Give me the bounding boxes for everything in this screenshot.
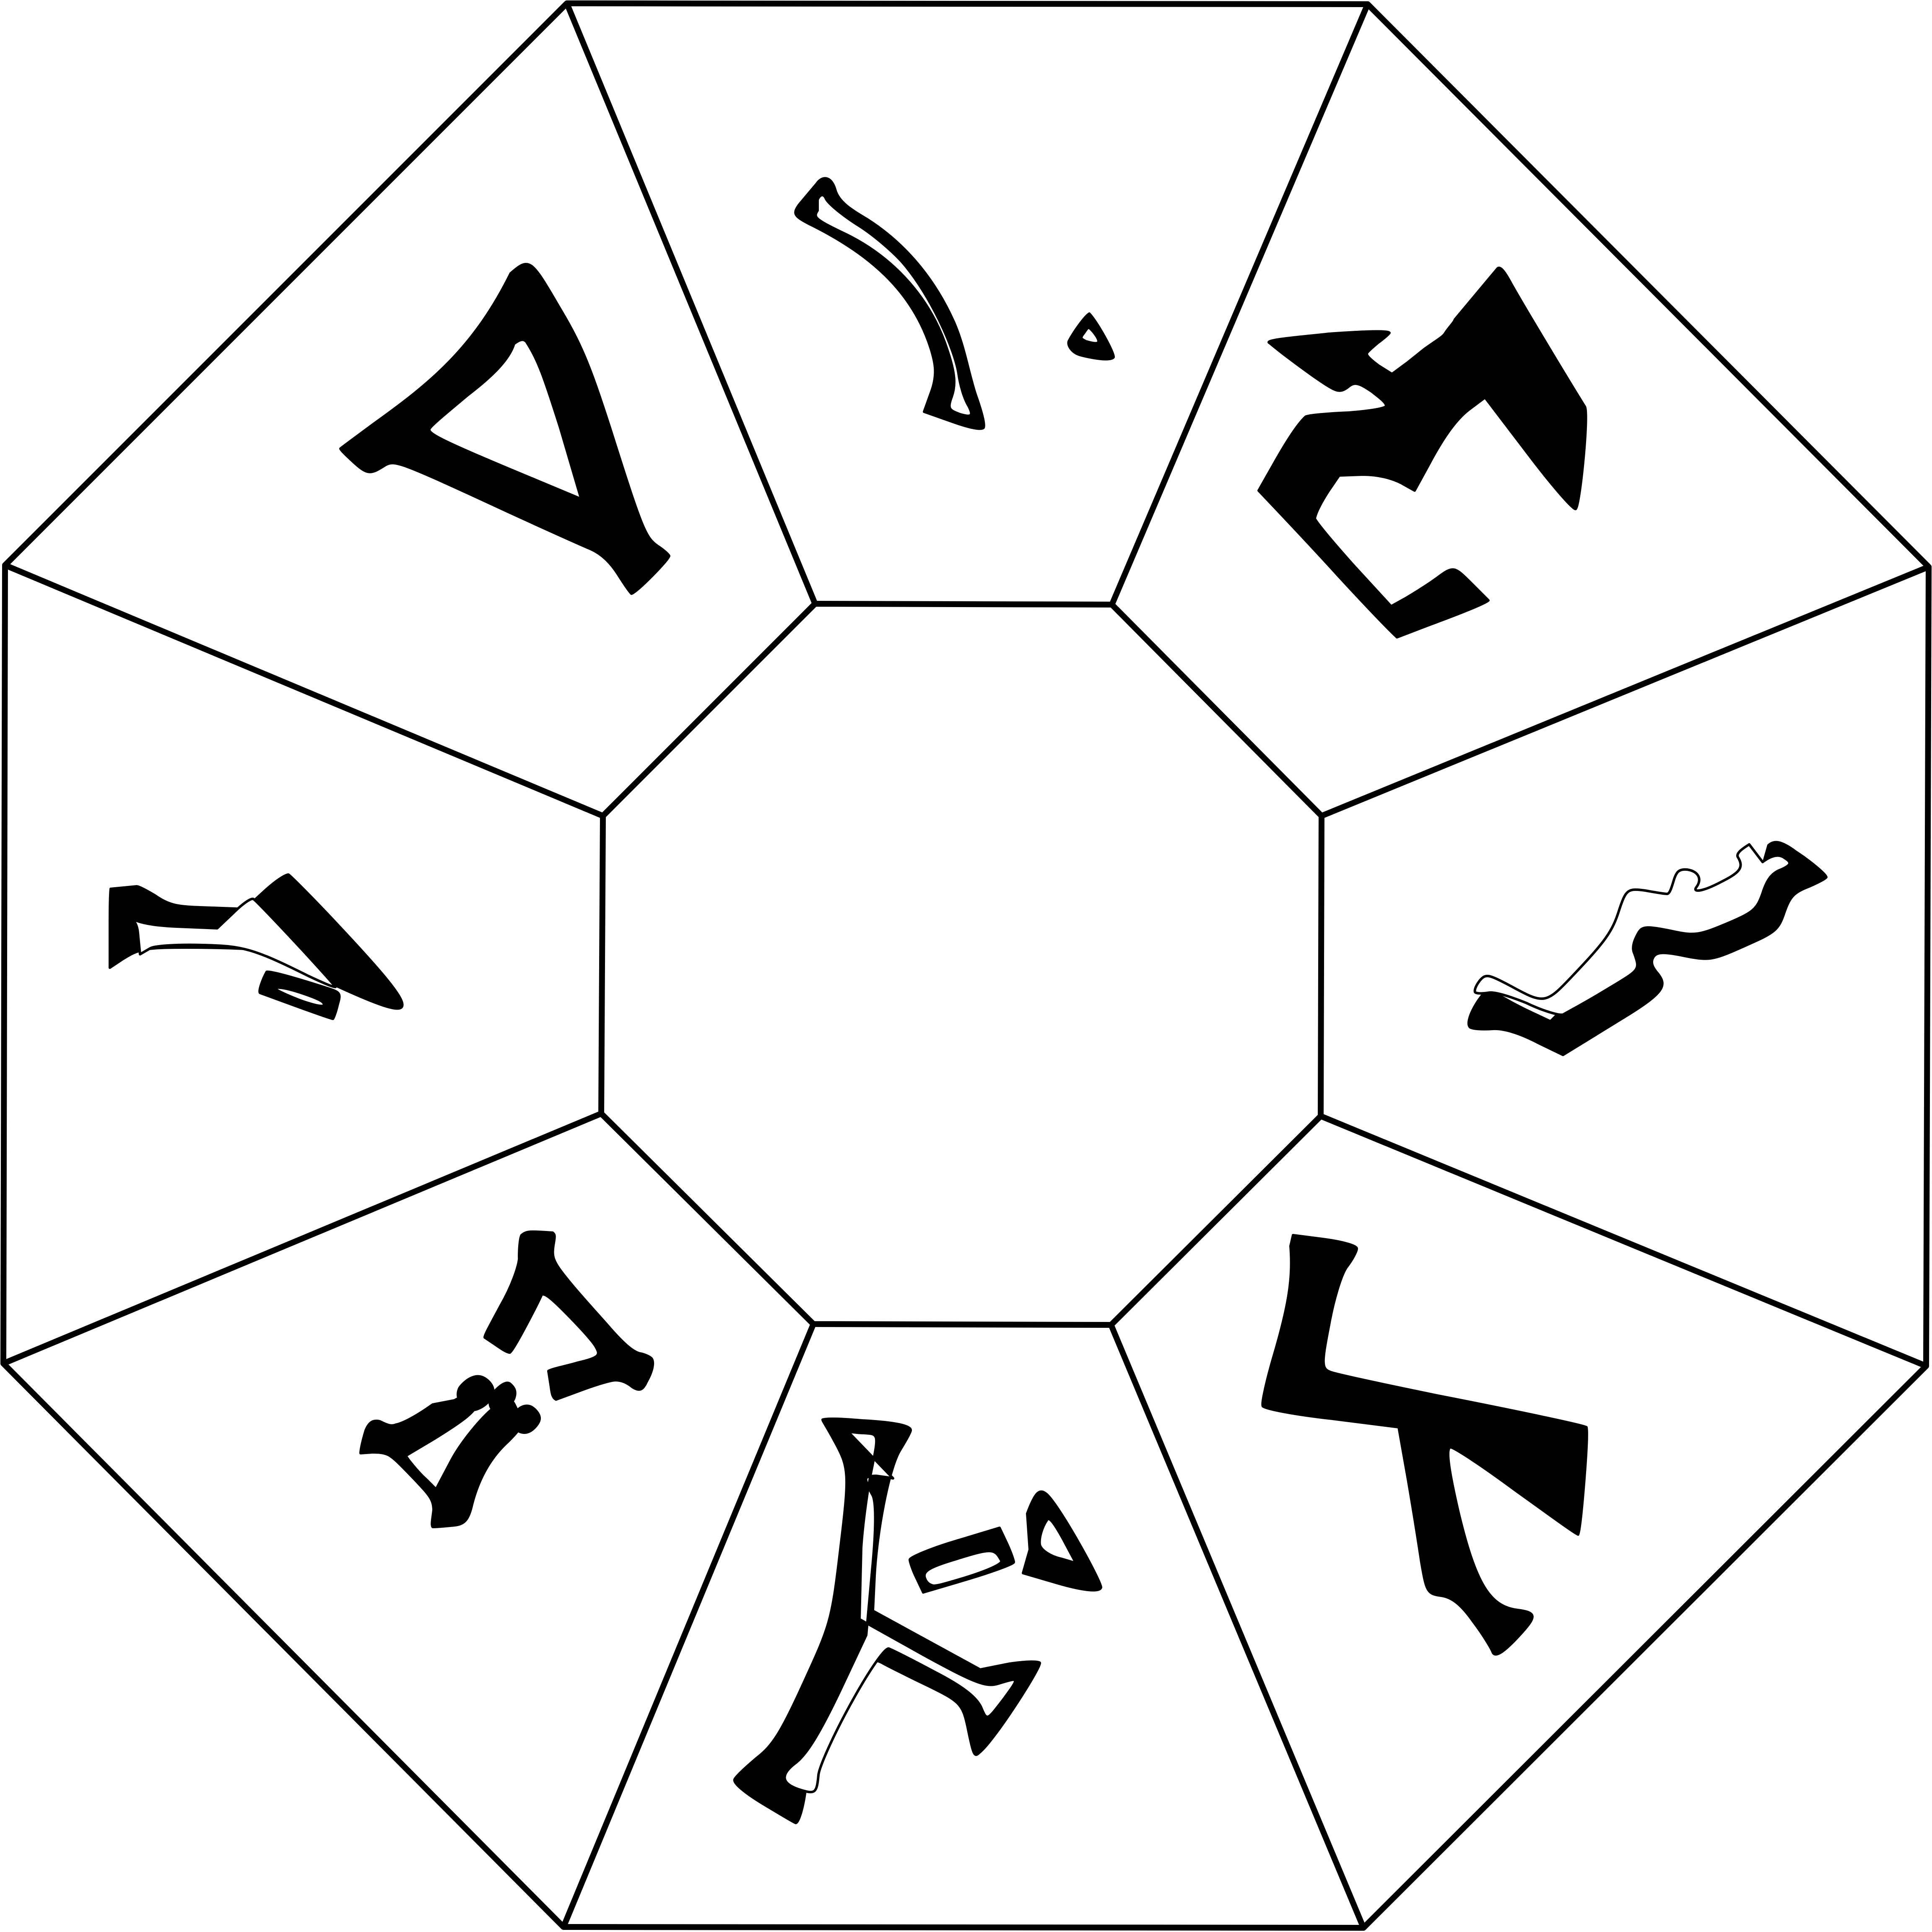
hourglass-glyph-icon (359, 1230, 654, 1528)
small-triangle-icon (1067, 312, 1115, 361)
curved-stroke-icon (794, 177, 985, 430)
flag-glyph-icon (109, 873, 404, 1020)
inner-octagon (598, 601, 1324, 1328)
inverted-triangle-glyph-icon (339, 262, 670, 595)
zigzag-glyph-icon (1467, 841, 1828, 1056)
hooked-glyph-icon (1257, 267, 1587, 639)
upside-down-y-glyph-icon (1261, 1234, 1589, 1656)
angular-runes-icon (733, 1417, 1102, 1824)
